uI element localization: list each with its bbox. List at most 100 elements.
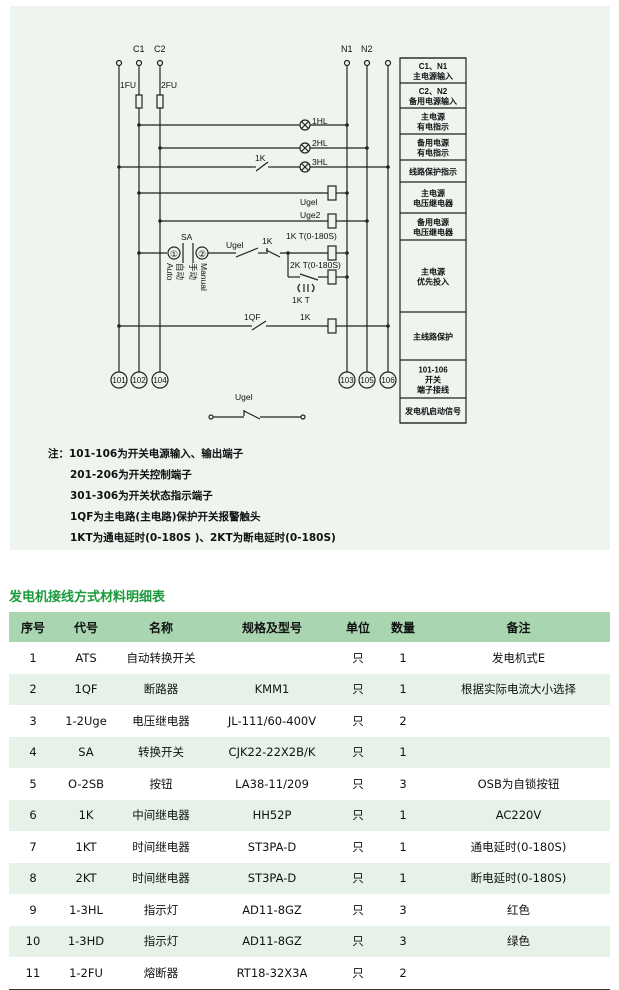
table-cell: AD11-8GZ <box>242 902 302 917</box>
diagram-panel <box>10 6 610 550</box>
diagram-label: Ugel <box>300 197 318 207</box>
table-cell: 2KT <box>57 862 115 894</box>
diagram-label: C1 <box>133 44 145 54</box>
table-cell: 指示灯 <box>115 925 207 957</box>
switch-contact <box>243 410 261 420</box>
diagram-label: 1K <box>300 312 311 322</box>
table-cell: 断电延时(0-180S) <box>427 862 610 894</box>
table-cell: O-2SB <box>67 776 105 791</box>
table-cell: 1 <box>379 862 427 894</box>
note-line: 1KT为通电延时(0-180S )、2KT为断电延时(0-180S) <box>70 532 336 544</box>
terminal-circle <box>379 371 397 389</box>
terminal-circle <box>358 371 376 389</box>
terminal-icon <box>156 59 164 67</box>
terminal-icon <box>208 414 214 420</box>
table-cell: 7 <box>29 839 37 854</box>
diagram-label: 端子接线 <box>417 385 449 395</box>
table-cell: 通电延时(0-180S) <box>470 839 567 854</box>
diagram-label: 1QF <box>244 312 261 322</box>
table-cell: 自动转换开关 <box>126 650 196 665</box>
table-cell: 只 <box>337 957 379 990</box>
diagram-label: N2 <box>361 44 373 54</box>
table-cell: 1 <box>379 673 427 705</box>
table-cell: OSB为自锁按钮 <box>477 776 560 791</box>
diagram-label: 1K T <box>292 295 310 305</box>
table-cell: 1 <box>379 799 427 831</box>
diagram-label: 备用电源 <box>416 217 449 227</box>
table-cell: 按钮 <box>149 776 173 791</box>
table-cell: 只 <box>352 650 364 665</box>
table-cell: 9 <box>29 902 37 917</box>
diagram-label: 有电指示 <box>417 148 449 158</box>
table-cell <box>427 957 610 990</box>
table-cell: 只 <box>337 673 379 705</box>
table-cell: 3 <box>29 713 37 728</box>
diagram-label: 104 <box>153 376 167 385</box>
junction-dot <box>345 251 349 255</box>
table-cell: 1 <box>399 839 407 854</box>
table-cell: 只 <box>337 736 379 768</box>
notes: 注：101-106为开关电源输入、输出端子 201-206为开关控制端子 301… <box>48 444 336 549</box>
relay-coil-icon <box>327 245 337 261</box>
time-delay-icon <box>297 283 315 293</box>
relay-coil-icon <box>327 185 337 201</box>
diagram-label: Uge2 <box>300 210 321 220</box>
table-cell: 发电机式E <box>491 650 546 665</box>
switch-contact <box>255 161 269 172</box>
column-header: 单位 <box>337 612 379 642</box>
column-header: 序号 <box>9 612 57 642</box>
terminal-icon <box>363 59 371 67</box>
terminal-icon <box>115 59 123 67</box>
diagram-label: Ugel <box>226 240 244 250</box>
table-cell: 4 <box>9 736 57 768</box>
diagram-label: 主电源 <box>421 188 445 198</box>
junction-dot <box>365 219 369 223</box>
diagram-label: 主电源 <box>421 267 445 277</box>
switch-contact <box>235 247 259 258</box>
diagram-label: 103 <box>340 376 354 385</box>
junction-dot <box>137 191 141 195</box>
notes-prefix: 注： <box>48 448 69 460</box>
table-cell: 1 <box>29 650 37 665</box>
table-cell: 绿色 <box>427 925 610 957</box>
diagram-label: ① <box>170 249 178 259</box>
table-cell: 3 <box>399 776 407 791</box>
table-cell: 1-3HL <box>69 902 103 917</box>
diagram-label: 1FU <box>120 80 136 90</box>
table-cell: AD11-8GZ <box>207 925 337 957</box>
table-cell: ST3PA-D <box>207 862 337 894</box>
table-cell: 时间继电器 <box>132 839 190 854</box>
table-cell: 红色 <box>507 902 530 917</box>
diagram-label: 3HL <box>312 157 328 167</box>
diagram-label: 2K T(0-180S) <box>290 260 341 270</box>
diagram-label: 主线路保护 <box>413 332 453 342</box>
diagram-label: 开关 <box>425 375 441 385</box>
junction-dot <box>137 123 141 127</box>
table-cell: 2 <box>9 673 57 705</box>
table-cell: SA <box>57 736 115 768</box>
diagram-label: 发电机启动信号 <box>404 406 461 416</box>
diagram-label: Ugel <box>235 392 253 402</box>
diagram-label: 线路保护指示 <box>409 167 457 177</box>
diagram-label: 2HL <box>312 138 328 148</box>
diagram-label: SA <box>181 232 193 242</box>
diagram-label: Auto <box>165 263 175 281</box>
diagram-label: 主电源 <box>421 112 445 122</box>
table-cell: 1QF <box>57 673 115 705</box>
diagram-label: 手动 <box>188 263 198 281</box>
table-cell: 1-2FU <box>57 957 115 990</box>
sa-position-icon <box>167 246 181 260</box>
table-cell: 1KT <box>75 839 97 854</box>
diagram-label: 106 <box>381 376 395 385</box>
diagram-label: 电压继电器 <box>413 198 454 208</box>
lamp-icon <box>301 144 309 152</box>
table-cell: 只 <box>352 839 364 854</box>
table-cell: 3 <box>379 925 427 957</box>
